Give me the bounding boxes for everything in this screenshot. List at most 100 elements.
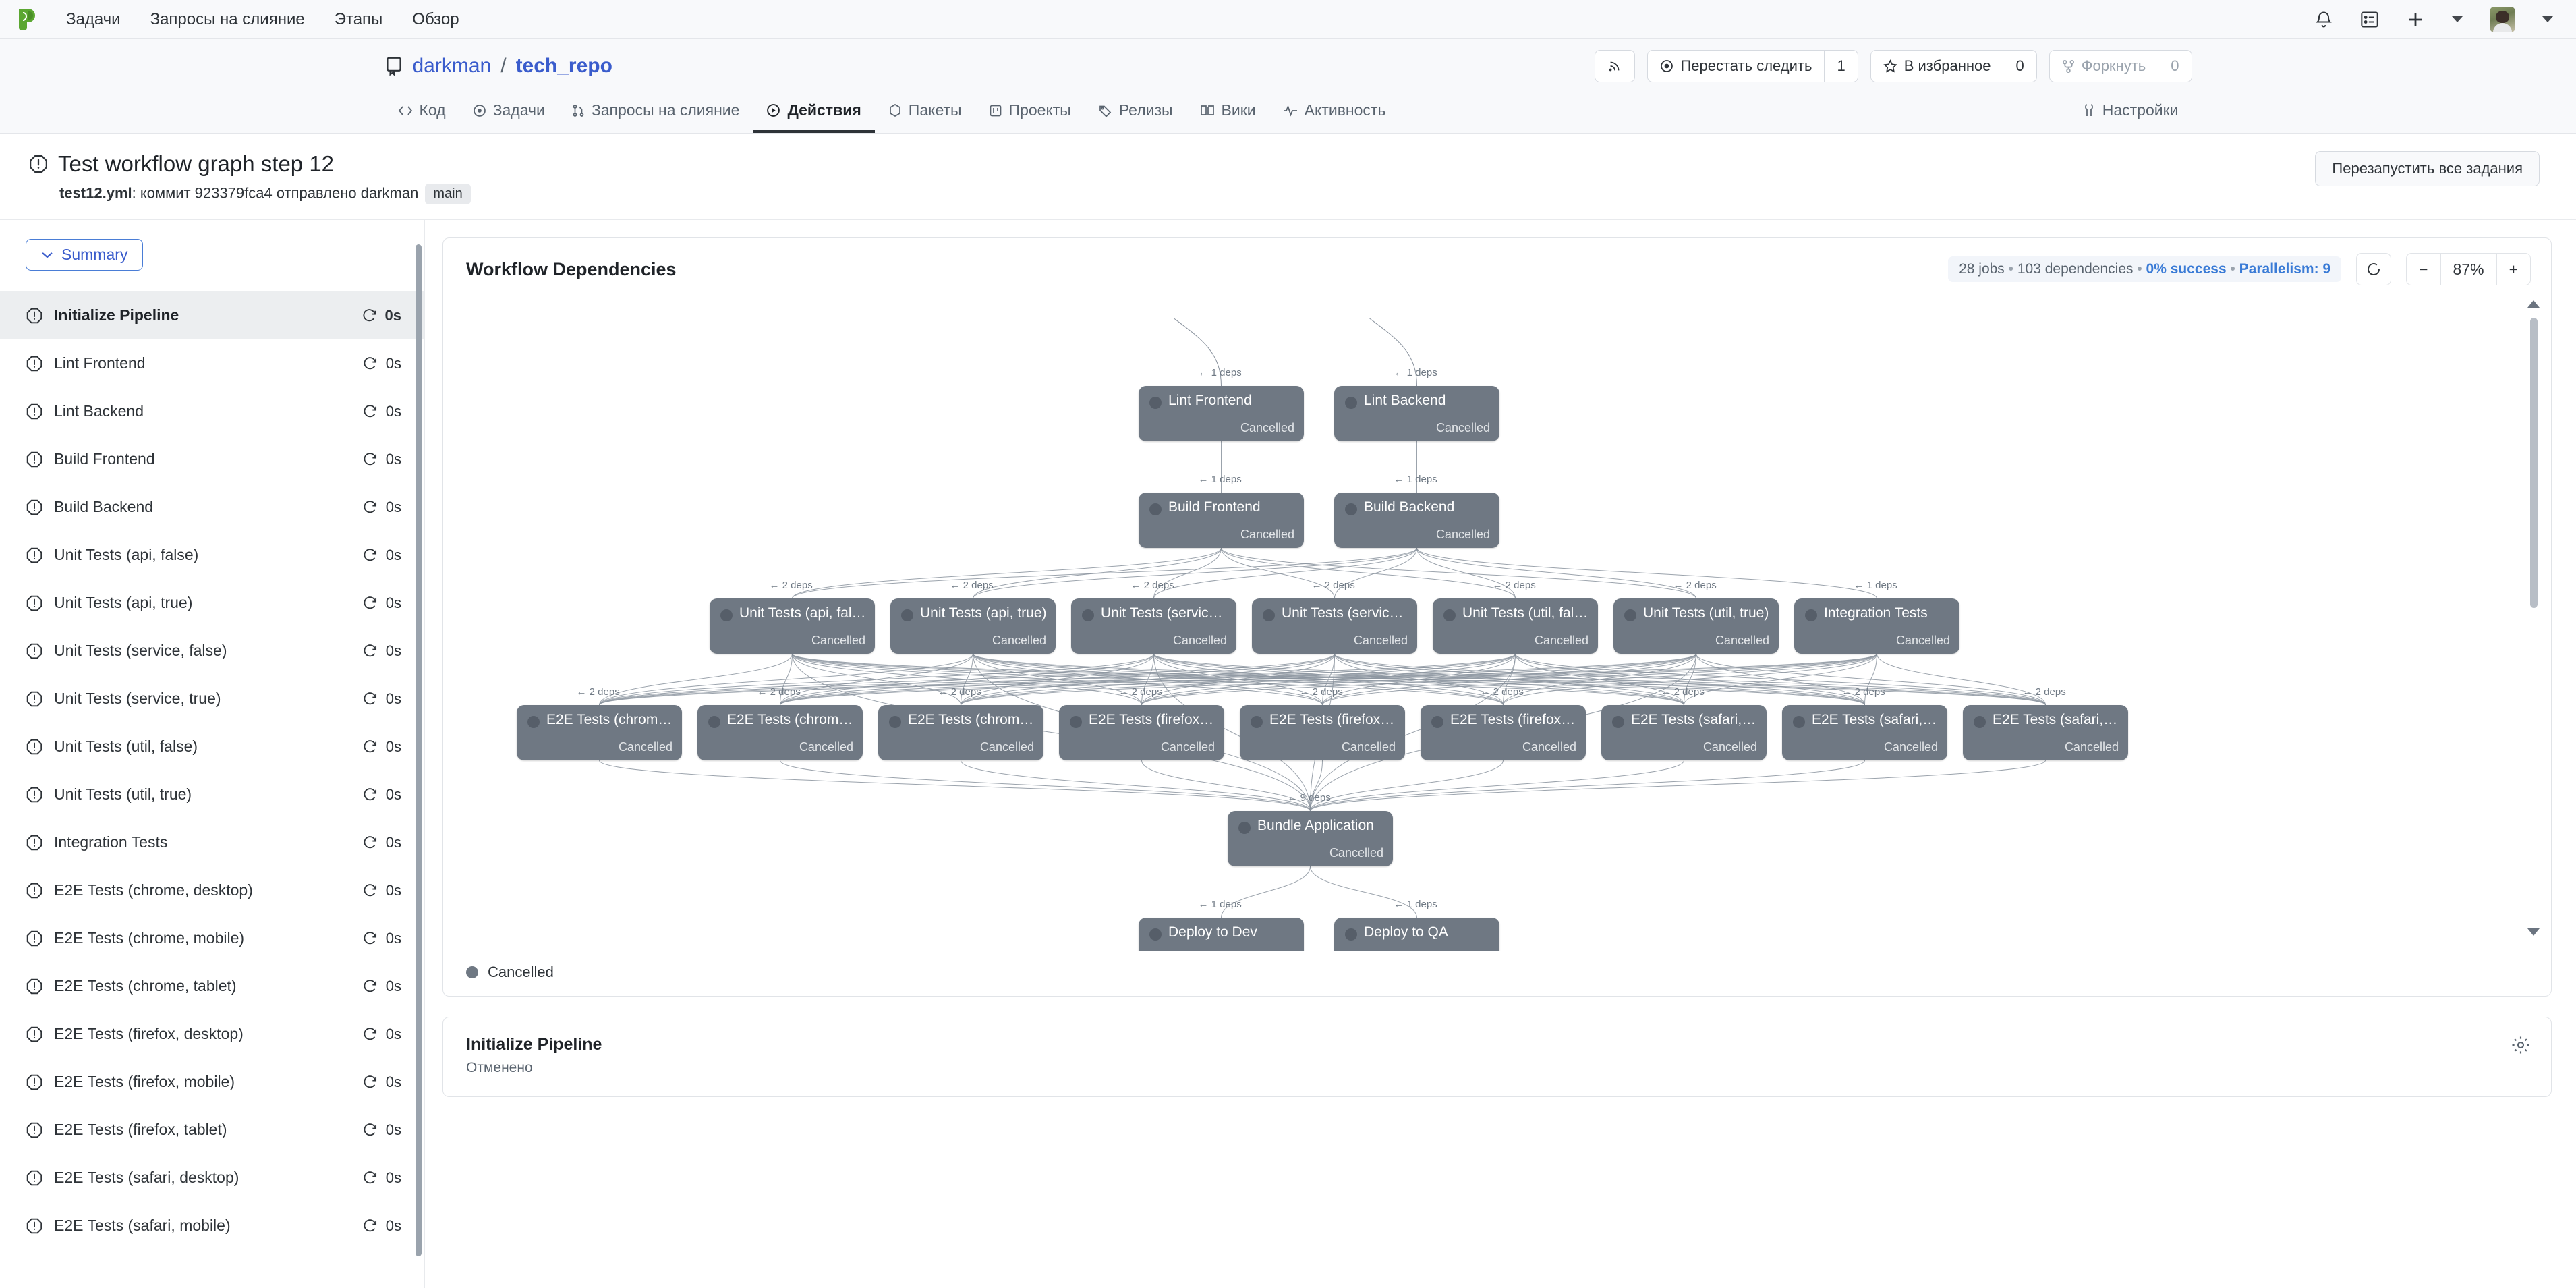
graph-node[interactable]: E2E Tests (chrome, desk…Cancelled	[517, 705, 682, 760]
rerun-icon[interactable]	[362, 308, 377, 323]
job-list-item[interactable]: Lint Frontend 0s	[0, 339, 424, 387]
job-list-item[interactable]: E2E Tests (safari, mobile) 0s	[0, 1202, 424, 1250]
rerun-icon[interactable]	[362, 1218, 378, 1233]
plus-icon[interactable]	[2406, 10, 2425, 29]
repo-owner-link[interactable]: darkman	[412, 55, 492, 77]
graph-node[interactable]: E2E Tests (chrome, tablet)Cancelled	[878, 705, 1043, 760]
graph-scrollbar-vertical[interactable]	[2530, 318, 2538, 608]
tab-pull-requests[interactable]: Запросы на слияние	[559, 93, 753, 133]
zoom-in-button[interactable]: +	[2496, 254, 2530, 285]
tab-code[interactable]: Код	[384, 93, 459, 133]
star-button[interactable]: В избранное	[1871, 51, 2003, 82]
rerun-icon[interactable]	[362, 787, 378, 802]
chevron-down-icon[interactable]	[2452, 16, 2463, 22]
tab-settings[interactable]: Настройки	[2069, 93, 2192, 133]
job-list-item[interactable]: Initialize Pipeline 0s	[0, 291, 424, 339]
topnav-item-explore[interactable]: Обзор	[412, 9, 459, 28]
graph-node[interactable]: E2E Tests (safari, desk…Cancelled	[1601, 705, 1767, 760]
job-list-item[interactable]: E2E Tests (safari, desktop) 0s	[0, 1154, 424, 1202]
avatar[interactable]	[2490, 6, 2515, 32]
job-list-item[interactable]: Unit Tests (util, true) 0s	[0, 771, 424, 818]
fork-button-group[interactable]: Форкнуть 0	[2049, 50, 2192, 82]
rerun-icon[interactable]	[362, 356, 378, 371]
job-list-item[interactable]: Unit Tests (service, true) 0s	[0, 675, 424, 723]
repo-name-link[interactable]: tech_repo	[515, 55, 612, 77]
watch-button-group[interactable]: Перестать следить 1	[1647, 50, 1858, 82]
graph-node[interactable]: Deploy to QACancelled	[1334, 918, 1499, 951]
job-list-item[interactable]: Unit Tests (service, false) 0s	[0, 627, 424, 675]
zoom-out-button[interactable]: −	[2419, 260, 2428, 278]
rerun-all-jobs-button[interactable]: Перезапустить все задания	[2315, 151, 2540, 186]
rerun-icon[interactable]	[362, 739, 378, 754]
graph-node[interactable]: Deploy to DevCancelled	[1139, 918, 1304, 951]
refresh-icon[interactable]	[2356, 253, 2392, 285]
gear-icon[interactable]	[2511, 1035, 2531, 1055]
rerun-icon[interactable]	[362, 883, 378, 898]
graph-node[interactable]: Unit Tests (util, true)Cancelled	[1613, 598, 1779, 654]
rerun-icon[interactable]	[362, 595, 378, 611]
sidebar-scrollbar[interactable]	[416, 244, 422, 1256]
rss-icon[interactable]	[1595, 51, 1634, 82]
rerun-icon[interactable]	[362, 1170, 378, 1185]
rerun-icon[interactable]	[362, 643, 378, 659]
job-list-item[interactable]: Build Backend 0s	[0, 483, 424, 531]
job-list-item[interactable]: E2E Tests (firefox, desktop) 0s	[0, 1010, 424, 1058]
tab-releases[interactable]: Релизы	[1085, 93, 1186, 133]
graph-node[interactable]: E2E Tests (firefox, des…Cancelled	[1059, 705, 1224, 760]
rerun-icon[interactable]	[362, 451, 378, 467]
tab-actions[interactable]: Действия	[753, 93, 875, 133]
bell-icon[interactable]	[2314, 10, 2333, 29]
summary-toggle-button[interactable]: Summary	[26, 239, 144, 271]
topnav-item-pulls[interactable]: Запросы на слияние	[150, 9, 305, 28]
graph-node[interactable]: Unit Tests (service, true)Cancelled	[1252, 598, 1417, 654]
rerun-icon[interactable]	[362, 499, 378, 515]
workflow-file-link[interactable]: test12.yml	[59, 184, 132, 202]
rerun-icon[interactable]	[362, 978, 378, 994]
graph-node[interactable]: Unit Tests (service, fa…Cancelled	[1071, 598, 1236, 654]
topnav-item-milestones[interactable]: Этапы	[334, 9, 383, 28]
topnav-item-issues[interactable]: Задачи	[66, 9, 121, 28]
tab-wiki[interactable]: Вики	[1186, 93, 1269, 133]
job-list-item[interactable]: E2E Tests (chrome, desktop) 0s	[0, 866, 424, 914]
graph-node[interactable]: E2E Tests (chrome, mobile)Cancelled	[697, 705, 863, 760]
tab-packages[interactable]: Пакеты	[875, 93, 975, 133]
graph-node[interactable]: E2E Tests (safari, tablet)Cancelled	[1963, 705, 2128, 760]
rerun-icon[interactable]	[362, 547, 378, 563]
branch-badge[interactable]: main	[425, 184, 471, 204]
chevron-down-icon[interactable]	[2542, 16, 2553, 22]
rerun-icon[interactable]	[362, 691, 378, 706]
job-list-item[interactable]: Unit Tests (util, false) 0s	[0, 723, 424, 771]
rerun-icon[interactable]	[362, 1026, 378, 1042]
tab-activity[interactable]: Активность	[1269, 93, 1400, 133]
graph-scroll-down-arrow[interactable]	[2527, 928, 2540, 936]
job-list-item[interactable]: E2E Tests (firefox, mobile) 0s	[0, 1058, 424, 1106]
job-list-item[interactable]: Unit Tests (api, true) 0s	[0, 579, 424, 627]
rerun-icon[interactable]	[362, 930, 378, 946]
job-list-item[interactable]: E2E Tests (chrome, tablet) 0s	[0, 962, 424, 1010]
job-list-item[interactable]: Unit Tests (api, false) 0s	[0, 531, 424, 579]
rerun-icon[interactable]	[362, 1074, 378, 1090]
tab-projects[interactable]: Проекты	[975, 93, 1085, 133]
job-list-item[interactable]: Build Frontend 0s	[0, 435, 424, 483]
rerun-icon[interactable]	[362, 835, 378, 850]
rerun-icon[interactable]	[362, 1122, 378, 1138]
fork-button[interactable]: Форкнуть	[2050, 51, 2158, 82]
list-panel-icon[interactable]	[2360, 11, 2379, 28]
graph-node[interactable]: Unit Tests (api, false)Cancelled	[710, 598, 875, 654]
graph-scroll-up-arrow[interactable]	[2527, 300, 2540, 308]
job-list-item[interactable]: E2E Tests (firefox, tablet) 0s	[0, 1106, 424, 1154]
rss-button-group[interactable]	[1595, 50, 1636, 82]
graph-node[interactable]: E2E Tests (firefox, mob…Cancelled	[1240, 705, 1405, 760]
graph-node[interactable]: Unit Tests (util, false)Cancelled	[1433, 598, 1598, 654]
rerun-icon[interactable]	[362, 403, 378, 419]
graph-node[interactable]: E2E Tests (safari, mobile)Cancelled	[1782, 705, 1947, 760]
job-list-item[interactable]: E2E Tests (chrome, mobile) 0s	[0, 914, 424, 962]
tab-issues[interactable]: Задачи	[459, 93, 559, 133]
